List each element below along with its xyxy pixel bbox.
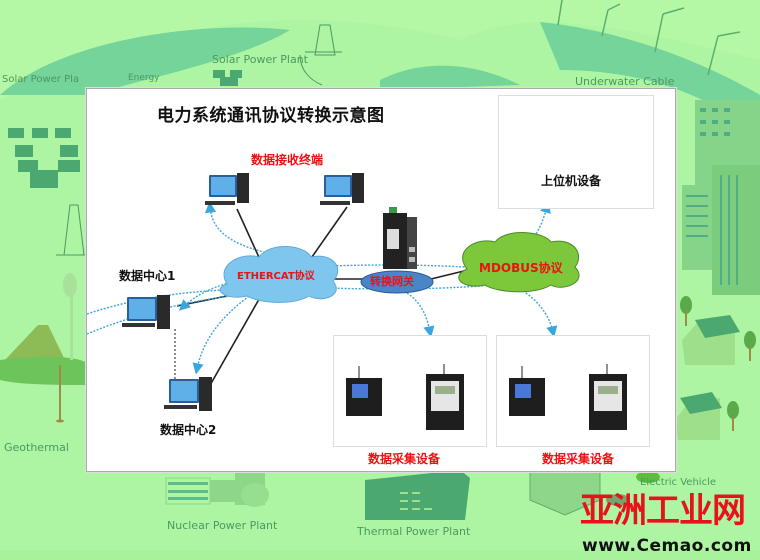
watermark-logo-name: 亚洲工业网 [580, 491, 746, 531]
data-logger-icon [346, 366, 382, 416]
gateway-label: 转换网关 [370, 275, 414, 288]
modbus-cloud-icon [458, 232, 580, 293]
houses-icon [675, 296, 756, 440]
computer-icon-terminal2 [320, 173, 364, 205]
datacenter2-label: 数据中心2 [160, 423, 217, 437]
diagram-title: 电力系统通讯协议转换示意图 [157, 106, 385, 126]
link-terminal2 [306, 206, 348, 265]
computer-icon-dc2 [164, 377, 212, 411]
arrow-to-collector1 [406, 292, 435, 338]
electric-car-icon [636, 471, 660, 483]
computer-icon-terminal1 [205, 173, 249, 205]
bg-label-underwater-cable: Underwater Cable [575, 75, 675, 88]
arrow-to-dc2 [192, 293, 253, 375]
bg-label-energy: Energy [128, 73, 160, 83]
collector-box-1 [333, 335, 487, 447]
bg-label-solar-plant: Solar Power Plant [212, 53, 308, 66]
diagram-panel: 电力系统通讯协议转换示意图 数据接收终端 上位机设备 ETHERCAT协议 MD… [86, 88, 676, 472]
link-dc2 [208, 293, 263, 388]
gateway-router-icon [360, 270, 434, 294]
hill-left [0, 27, 290, 95]
bg-label-nuclear: Nuclear Power Plant [167, 519, 278, 532]
gateway-device-icon [383, 207, 417, 269]
computer-icon-dc1 [122, 295, 170, 329]
arrow-to-collector2 [516, 286, 558, 338]
arrow-to-host [516, 201, 551, 255]
collector1-label: 数据采集设备 [368, 452, 441, 466]
solar-panels-icon [8, 128, 80, 188]
thermal-plant-icon [365, 470, 470, 520]
receiving-terminal-label: 数据接收终端 [251, 153, 324, 167]
power-meter-icon [426, 364, 464, 430]
bg-label-solar-plant-left: Solar Power Pla [2, 74, 80, 85]
power-meter-icon [589, 364, 627, 430]
data-logger-icon [509, 366, 545, 416]
bg-label-geothermal: Geothermal [4, 441, 69, 454]
buildings-icon [682, 100, 760, 295]
datacenter1-label: 数据中心1 [119, 269, 176, 283]
host-device-box: 上位机设备 [498, 95, 654, 209]
volcano-icon [5, 325, 65, 360]
arrow-to-terminal1 [204, 201, 273, 255]
bg-label-thermal: Thermal Power Plant [357, 525, 471, 538]
host-device-label: 上位机设备 [541, 174, 602, 188]
link-terminal1 [236, 208, 263, 265]
modbus-label: MDOBUS协议 [479, 261, 563, 275]
nuclear-plant-icon [165, 470, 269, 507]
collector-box-2 [496, 335, 650, 447]
collector2-label: 数据采集设备 [542, 452, 615, 466]
wind-turbines-icon [557, 0, 741, 76]
hill-right [540, 22, 760, 140]
ethercat-label: ETHERCAT协议 [237, 271, 315, 282]
bg-label-electric-vehicle: Electric Vehicle [640, 477, 716, 488]
ethercat-cloud-icon [219, 245, 339, 303]
watermark-logo-url: www.Cemao.com [582, 536, 752, 556]
